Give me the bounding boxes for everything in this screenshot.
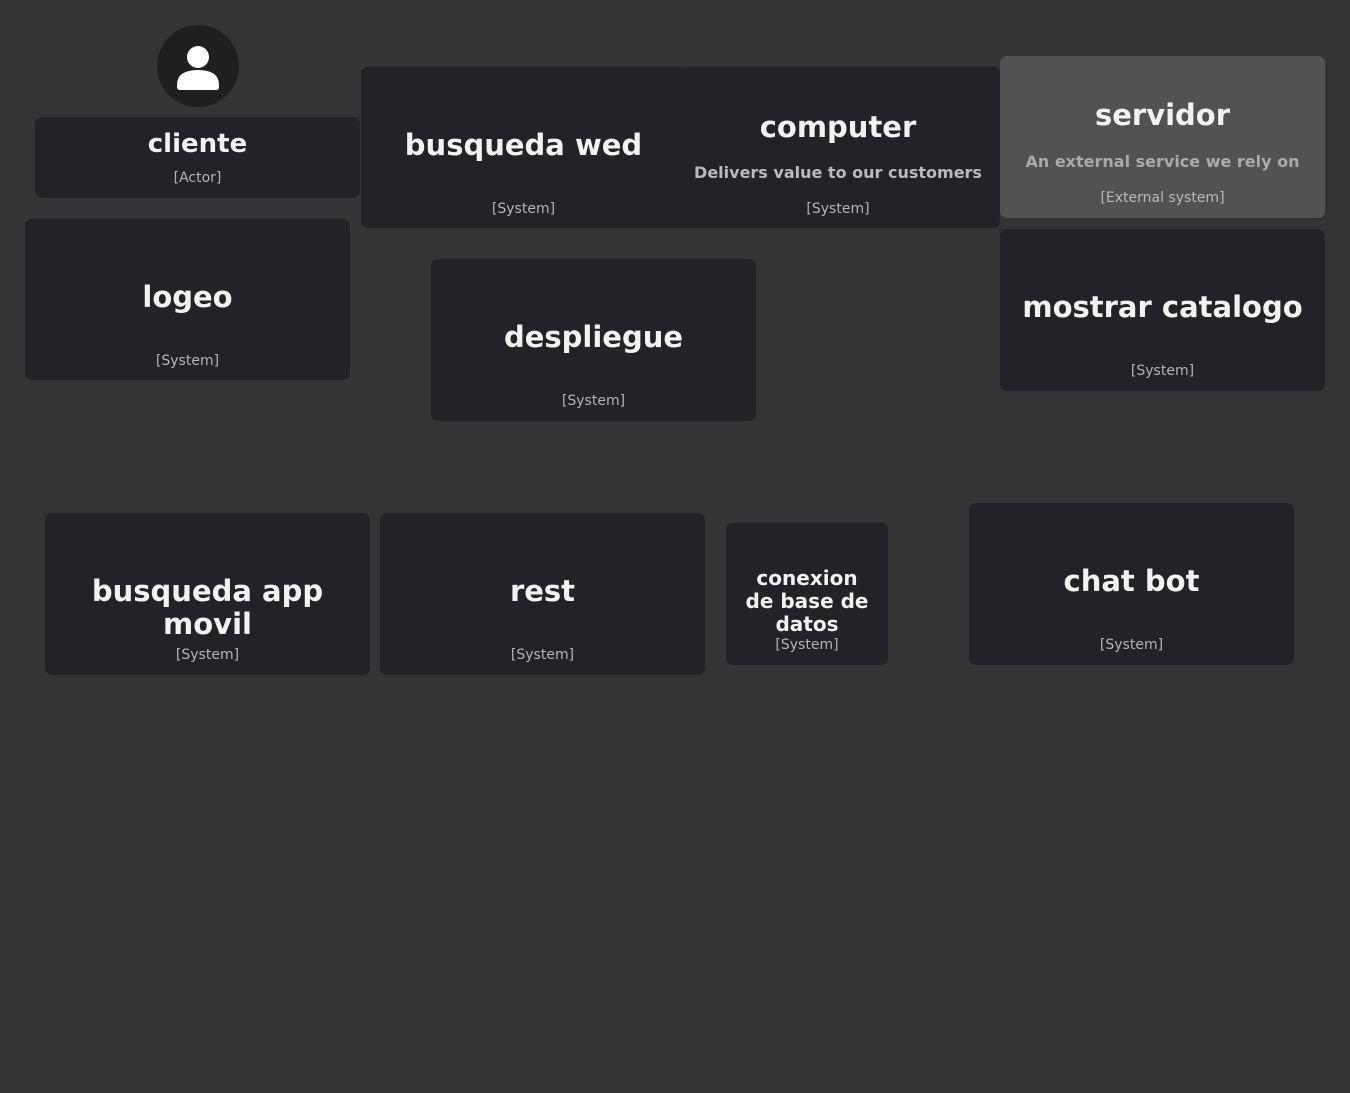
system-name: rest (509, 574, 576, 608)
system-mostrar-catalogo[interactable]: mostrar catalogo [System] (1000, 229, 1325, 391)
system-tag: [System] (155, 353, 220, 369)
system-busqueda-wed[interactable]: busqueda wed [System] (361, 67, 686, 228)
system-tag: [System] (491, 201, 556, 217)
system-tag: [System] (806, 201, 870, 217)
system-name: conexion de base de datos (745, 566, 876, 636)
system-rest[interactable]: rest [System] (380, 513, 705, 675)
system-tag: [System] (561, 393, 626, 409)
system-name: despliegue (503, 320, 684, 354)
system-name: chat bot (1063, 564, 1200, 598)
system-conexion-base-de-datos[interactable]: conexion de base de datos [System] (726, 523, 888, 665)
system-name: servidor (1094, 98, 1231, 132)
system-despliegue[interactable]: despliegue [System] (431, 259, 756, 421)
system-tag: [System] (1130, 363, 1195, 379)
actor-box-cliente[interactable]: cliente [Actor] (35, 117, 360, 198)
actor-avatar[interactable] (157, 25, 239, 107)
system-name: busqueda app movil (91, 574, 324, 642)
system-tag: [External system] (1100, 190, 1225, 206)
system-name: computer (759, 110, 917, 144)
system-chat-bot[interactable]: chat bot [System] (969, 503, 1294, 665)
system-tag: [System] (175, 647, 240, 663)
external-system-servidor[interactable]: servidor An external service we rely on … (1000, 56, 1325, 218)
system-logeo[interactable]: logeo [System] (25, 219, 350, 380)
system-name: mostrar catalogo (1022, 290, 1303, 324)
system-description: Delivers value to our customers (694, 163, 982, 182)
system-name: busqueda wed (404, 128, 643, 162)
system-description: An external service we rely on (1025, 152, 1300, 171)
system-tag: [System] (775, 637, 839, 653)
system-computer[interactable]: computer Delivers value to our customers… (676, 67, 1000, 228)
person-icon (177, 46, 219, 90)
actor-tag: [Actor] (173, 170, 222, 186)
actor-name: cliente (147, 129, 248, 159)
system-tag: [System] (510, 647, 575, 663)
system-name: logeo (142, 280, 233, 314)
system-tag: [System] (1099, 637, 1164, 653)
system-busqueda-app-movil[interactable]: busqueda app movil [System] (45, 513, 370, 675)
